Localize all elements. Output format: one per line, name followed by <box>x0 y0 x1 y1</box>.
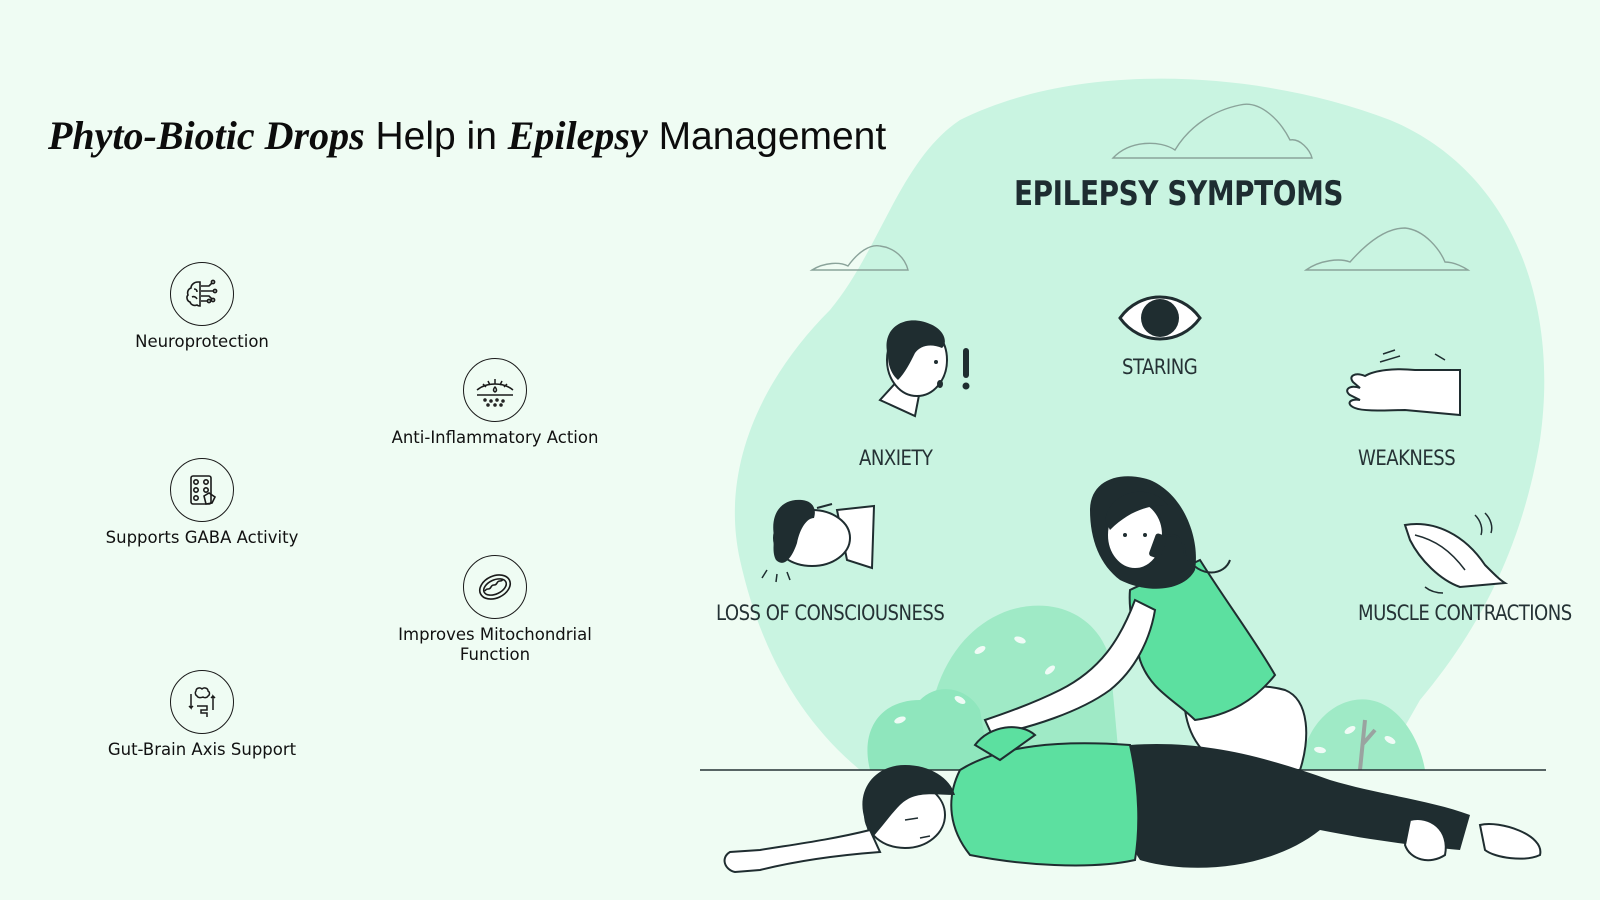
benefit-label: Neuroprotection <box>135 332 269 351</box>
benefit-label: Supports GABA Activity <box>105 528 299 547</box>
anxious-head-icon <box>878 320 970 418</box>
symptom-label-anxiety: ANXIETY <box>859 446 933 470</box>
woman-on-phone-icon <box>983 476 1308 771</box>
symptoms-heading: EPILEPSY SYMPTOMS <box>1014 174 1344 214</box>
eye-icon <box>1118 295 1202 341</box>
title-condition: Epilepsy <box>507 113 648 158</box>
benefit-label: Gut-Brain Axis Support <box>107 740 297 759</box>
benefit-anti-inflammatory: Anti-Inflammatory Action <box>365 358 625 448</box>
bush-icon <box>867 605 1425 771</box>
benefit-gaba: Supports GABA Activity <box>72 458 332 548</box>
symptom-label-weakness: WEAKNESS <box>1358 446 1456 470</box>
brain-circuit-icon <box>170 262 234 326</box>
benefit-neuroprotection: Neuroprotection <box>72 262 332 352</box>
cloud-icon <box>809 103 1471 271</box>
mitochondria-icon <box>463 555 527 619</box>
page-title: Phyto-Biotic Drops Help in Epilepsy Mana… <box>48 112 886 159</box>
background-blob <box>734 78 1545 771</box>
title-connector: Help in <box>364 115 508 158</box>
symptom-label-loss-of-consciousness: LOSS OF CONSCIOUSNESS <box>716 601 945 625</box>
benefit-gut-brain: Gut-Brain Axis Support <box>72 670 332 760</box>
title-tail: Management <box>647 115 887 158</box>
benefit-mitochondrial: Improves Mitochondrial Function <box>365 555 625 665</box>
benefit-label: Improves Mitochondrial Function <box>398 625 592 664</box>
title-product: Phyto-Biotic Drops <box>48 113 365 158</box>
cell-inflammation-icon <box>463 358 527 422</box>
lying-person-icon <box>723 726 1542 874</box>
weak-hand-icon <box>1346 349 1461 417</box>
fainted-head-icon <box>761 499 876 583</box>
benefit-label: Anti-Inflammatory Action <box>391 428 599 447</box>
pill-blister-icon <box>170 458 234 522</box>
symptom-label-muscle-contractions: MUSCLE CONTRACTIONS <box>1358 601 1572 625</box>
muscle-icon <box>1403 512 1509 594</box>
symptom-label-staring: STARING <box>1122 355 1198 379</box>
gut-brain-icon <box>170 670 234 734</box>
